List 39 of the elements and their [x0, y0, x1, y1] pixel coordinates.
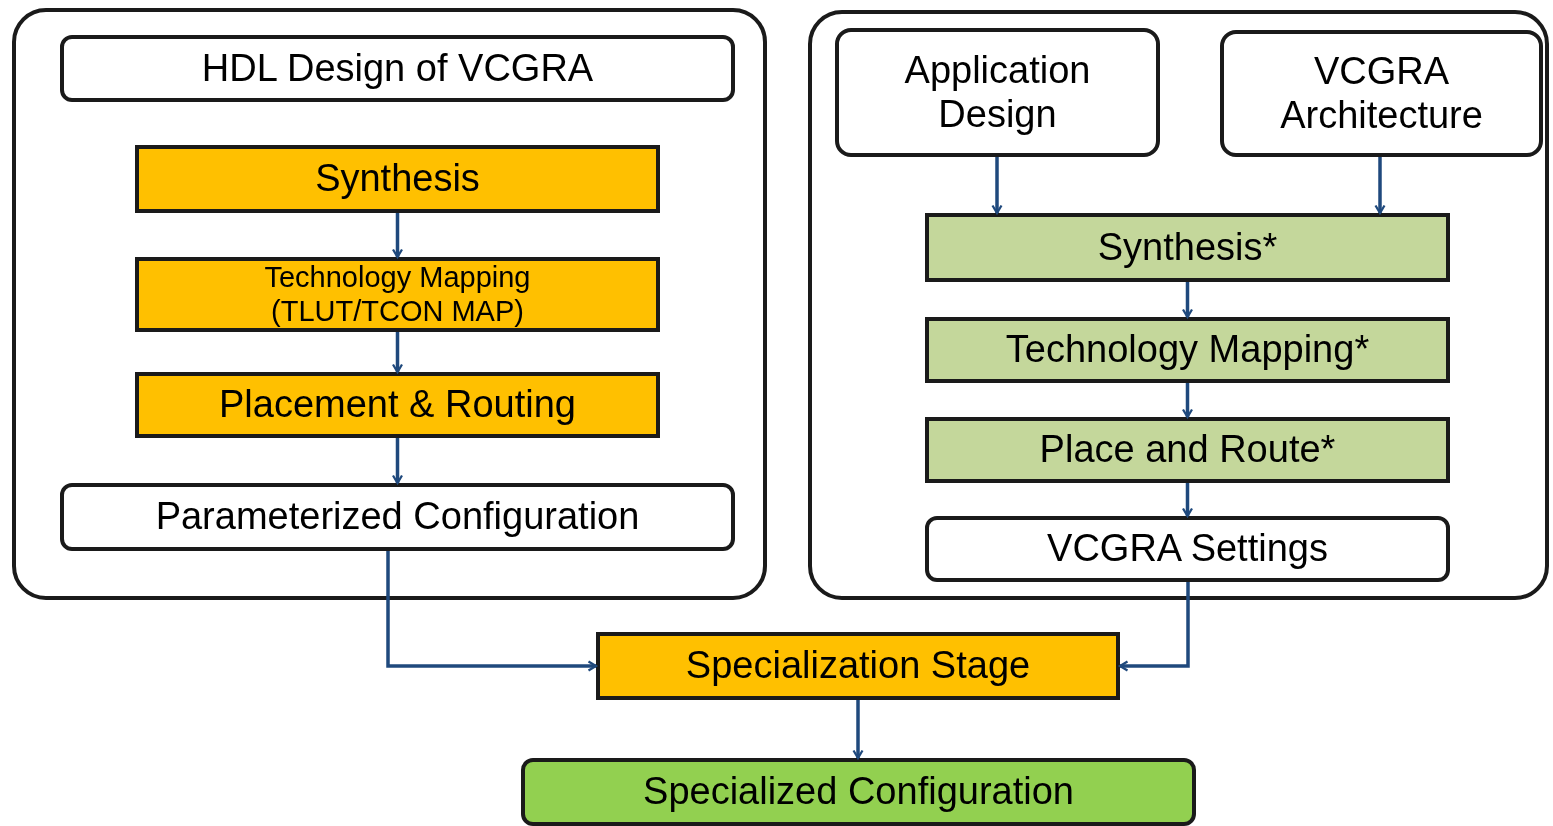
arrow [386, 551, 598, 672]
node-label: Synthesis* [1097, 225, 1278, 270]
process-box [135, 257, 660, 332]
arrow [1374, 157, 1386, 215]
node-label: Synthesis [315, 157, 480, 201]
arrow [391, 332, 404, 374]
process-box [135, 372, 660, 438]
arrow [1118, 582, 1190, 672]
process-box [596, 632, 1120, 700]
process-box [135, 145, 660, 213]
process-box [925, 213, 1450, 282]
node-label: Parameterized Configuration [155, 495, 640, 539]
arrow [1181, 483, 1194, 518]
output-box [925, 516, 1450, 582]
node-label: VCGRA Settings [1047, 527, 1328, 571]
arrow [391, 213, 404, 259]
process-box [925, 417, 1450, 483]
input-box [60, 35, 735, 102]
node-label: Place and Route* [1039, 428, 1336, 472]
node-label: Specialization Stage [685, 644, 1031, 688]
arrow [1181, 282, 1194, 319]
node-label: Technology Mapping* [1005, 328, 1370, 372]
node-label: VCGRA Architecture [1279, 49, 1484, 138]
arrow [852, 700, 864, 760]
node-label: Application Design [903, 48, 1092, 137]
arrow [1181, 383, 1194, 419]
node-label: Technology Mapping (TLUT/TCON MAP) [263, 261, 532, 328]
process-box [925, 317, 1450, 383]
node-label: Specialized Configuration [643, 770, 1074, 814]
arrow [991, 157, 1003, 215]
node-label: HDL Design of VCGRA [201, 46, 594, 91]
group-panel [12, 8, 767, 600]
input-box [1220, 30, 1543, 157]
output-box [60, 483, 735, 551]
process-box [521, 758, 1196, 826]
input-box [835, 28, 1160, 157]
group-panel [808, 10, 1549, 600]
node-label: Placement & Routing [219, 383, 576, 427]
arrow [391, 438, 404, 485]
